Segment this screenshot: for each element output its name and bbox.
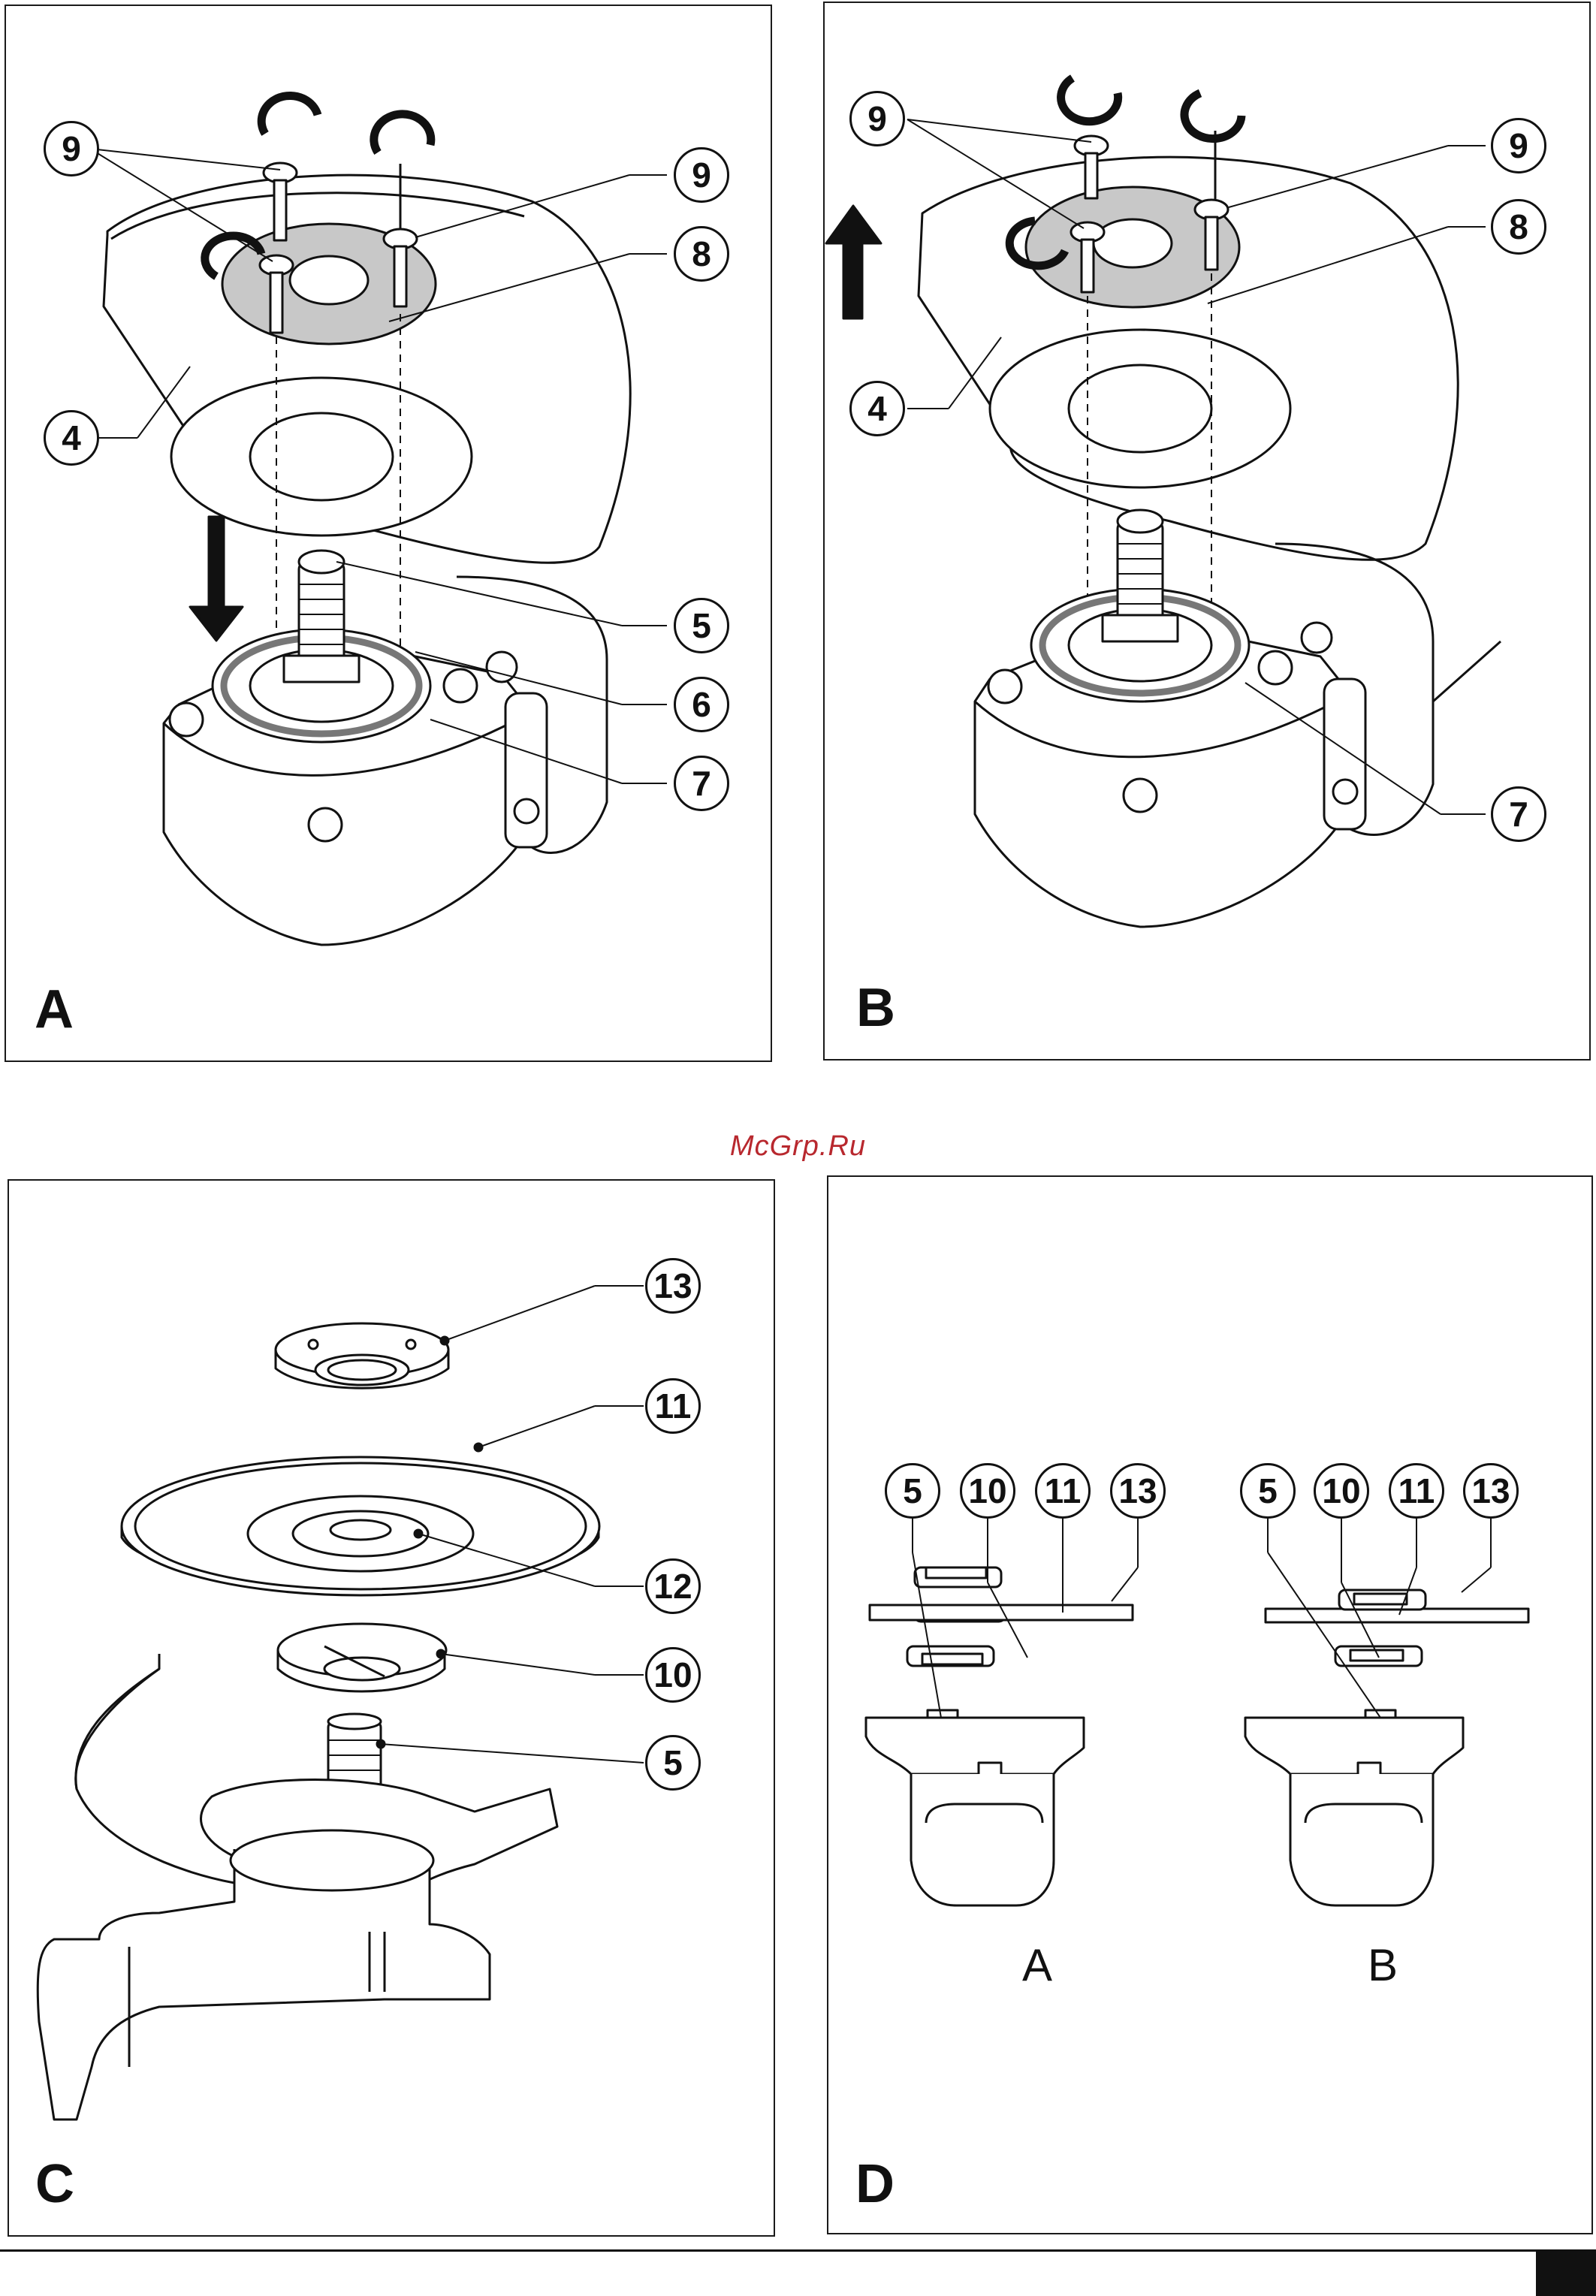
callout-a-5: 5 <box>885 1463 940 1519</box>
callout-11: 11 <box>645 1378 701 1434</box>
callout-b-5: 5 <box>1240 1463 1296 1519</box>
rotation-arrow-icon <box>1061 78 1118 122</box>
figure-panel-a: 9 9 8 4 5 6 7 A <box>5 5 772 1062</box>
sublabel-a: A <box>1022 1943 1052 1988</box>
inner-flange <box>278 1624 446 1691</box>
callout-8: 8 <box>674 226 729 282</box>
up-arrow-icon <box>826 206 881 318</box>
panel-letter-c: C <box>35 2157 74 2211</box>
rotation-arrow-icon <box>1184 93 1242 139</box>
callout-7: 7 <box>1491 786 1546 842</box>
callout-4: 4 <box>44 410 99 466</box>
figure-panel-d: 5 10 11 13 5 10 11 13 A B D <box>827 1175 1593 2234</box>
watermark: McGrp.Ru <box>0 1130 1596 1163</box>
callout-a-10: 10 <box>960 1463 1015 1519</box>
callout-10: 10 <box>645 1647 701 1703</box>
callout-a-13: 13 <box>1110 1463 1166 1519</box>
callout-9-left: 9 <box>44 121 99 176</box>
callout-9-right: 9 <box>674 147 729 203</box>
assembly-a <box>866 1567 1133 1905</box>
page-tab-marker <box>1536 2249 1596 2296</box>
callout-5: 5 <box>645 1735 701 1791</box>
rotation-arrow-icon <box>374 114 431 152</box>
assembly-b <box>1245 1590 1528 1905</box>
figure-panel-b: 9 9 8 4 7 B <box>823 2 1591 1061</box>
down-arrow-icon <box>190 517 243 641</box>
tool-body <box>38 1849 490 2120</box>
grinding-wheel <box>122 1457 599 1595</box>
guard-fitting-drawing-b <box>825 3 1592 1062</box>
panel-letter-a: A <box>35 982 74 1036</box>
callout-12: 12 <box>645 1558 701 1614</box>
callout-7: 7 <box>674 756 729 811</box>
panel-letter-d: D <box>855 2157 895 2211</box>
wheel-exploded-drawing-c <box>9 1181 777 2238</box>
callout-5: 5 <box>674 598 729 653</box>
flange-orientation-drawing-d <box>828 1177 1594 2236</box>
guard-removal-drawing-a <box>6 6 774 1064</box>
figure-panel-c: 13 11 12 10 5 C <box>8 1179 775 2237</box>
rotation-arrow-icon <box>261 95 318 134</box>
callout-9-right: 9 <box>1491 118 1546 173</box>
callout-b-10: 10 <box>1314 1463 1369 1519</box>
callout-6: 6 <box>674 677 729 732</box>
callout-a-11: 11 <box>1035 1463 1091 1519</box>
outer-flange <box>276 1323 448 1388</box>
callout-b-13: 13 <box>1463 1463 1519 1519</box>
callout-4: 4 <box>849 381 905 436</box>
sublabel-b: B <box>1368 1943 1398 1988</box>
callout-9-left: 9 <box>849 91 905 146</box>
panel-letter-b: B <box>856 981 895 1035</box>
callout-8: 8 <box>1491 199 1546 255</box>
footer-rule <box>0 2249 1596 2252</box>
callout-b-11: 11 <box>1389 1463 1444 1519</box>
callout-13: 13 <box>645 1258 701 1314</box>
